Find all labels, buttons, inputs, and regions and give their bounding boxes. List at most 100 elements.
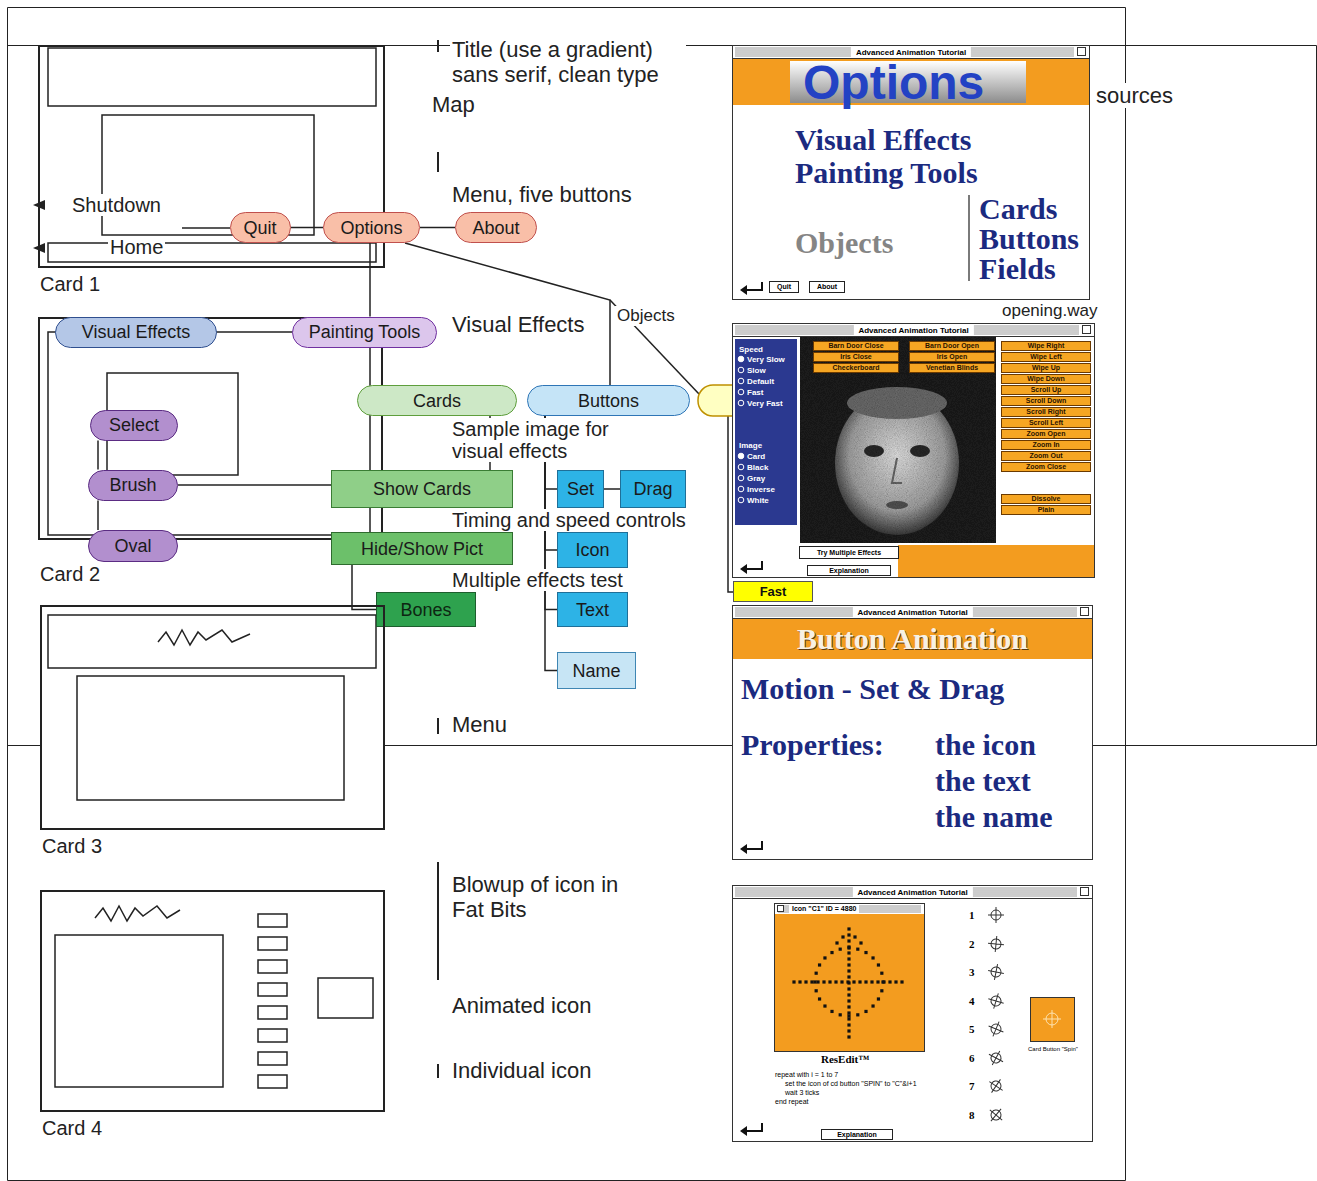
fat-bit [830, 951, 833, 954]
button-label: Explanation [837, 1131, 877, 1139]
icon-frame [985, 1047, 1007, 1069]
fat-bit [847, 1035, 850, 1038]
fat-bit [864, 980, 867, 983]
fat-bit [853, 935, 856, 938]
card-sketch [77, 676, 344, 800]
fat-bit [847, 933, 850, 936]
screen-text: Speed [739, 345, 763, 355]
screen-text: ResEdit™ [821, 1053, 869, 1066]
screen-text: 4 [969, 995, 975, 1008]
screen-button: Iris Close [813, 352, 899, 362]
screen-button: Explanation [821, 1129, 893, 1140]
card-sketch [258, 983, 287, 996]
screen-art [740, 561, 762, 574]
annotation: Individual icon [450, 1058, 593, 1083]
screen-text: Default [747, 377, 774, 387]
screen-art [1031, 998, 1075, 1042]
screen-art [732, 605, 1093, 860]
button-label: Zoom Close [1026, 463, 1066, 471]
fat-bit [818, 997, 821, 1000]
object-button: Drag [620, 470, 686, 508]
screen-art [732, 336, 1095, 337]
screen-text: Very Slow [747, 355, 785, 365]
fat-bit [828, 980, 831, 983]
fat-bit [830, 1010, 833, 1013]
screen-art [732, 898, 1093, 899]
button-label: Name [572, 660, 620, 682]
screen-art [732, 618, 1093, 619]
object-button: Hide/Show Pict [331, 532, 513, 565]
radio-button [738, 486, 744, 492]
fat-bit [847, 1023, 850, 1026]
fat-bit [822, 980, 825, 983]
connector [352, 565, 376, 610]
fat-bit [847, 993, 850, 996]
screen-art [732, 323, 1095, 578]
menu-button: Visual Effects [55, 317, 217, 348]
object-button: Set [557, 470, 604, 508]
button-label: Wipe Up [1032, 364, 1060, 372]
screen-text: Properties: [741, 728, 884, 761]
fat-bit [835, 941, 838, 944]
screen-text: Motion - Set & Drag [741, 672, 1004, 705]
fat-bit [834, 980, 837, 983]
fat-bit [847, 945, 850, 948]
card-label: Card 2 [40, 562, 100, 586]
button-label: Scroll Right [1026, 408, 1065, 416]
annotation: Visual Effects [450, 312, 586, 337]
annotation: sources [1094, 83, 1175, 108]
fat-bit [858, 980, 861, 983]
icon-frame [985, 1075, 1007, 1097]
screen-button: Scroll Up [1001, 385, 1091, 395]
icon-frame [985, 1075, 1007, 1097]
screen-text: Fields [979, 252, 1056, 285]
button-label: Zoom Open [1027, 430, 1066, 438]
button-label: Brush [109, 474, 156, 496]
annotation: Shutdown [70, 194, 163, 216]
icon-frame [986, 1019, 1007, 1040]
button-label: Oval [114, 535, 151, 557]
card-sketch [258, 937, 287, 950]
annotation-tick [437, 40, 439, 52]
card-sketch [318, 978, 373, 1018]
fat-bit [823, 1004, 826, 1007]
annotation-tick [437, 862, 439, 980]
screen-text: Advanced Animation Tutorial [853, 325, 973, 336]
screen-text: Button Animation [797, 622, 1028, 656]
screen-text: Advanced Animation Tutorial [852, 887, 972, 898]
screen-button: Plain [1001, 505, 1091, 515]
button-label: Quit [243, 217, 276, 239]
fat-bit [847, 1011, 850, 1014]
screen-text: Image [739, 441, 762, 451]
screen-art [732, 605, 1093, 860]
screen-art [740, 564, 747, 574]
screen-text: Buttons [979, 222, 1079, 255]
screen-text: 6 [969, 1052, 975, 1065]
button-label: Hide/Show Pict [361, 538, 483, 560]
fat-bit [847, 927, 850, 930]
screen-button: About [809, 281, 845, 293]
connector [97, 501, 99, 531]
icon-frame [988, 907, 1004, 923]
fat-bit [815, 989, 818, 992]
screen-art [732, 45, 1090, 300]
button-label: Try Multiple Effects [817, 549, 881, 557]
menu-button: Brush [88, 470, 178, 501]
fat-bit [880, 989, 883, 992]
leader-line [182, 228, 733, 592]
annotation: Blowup of icon in Fat Bits [450, 872, 639, 922]
screen-button: Zoom Open [1001, 429, 1091, 439]
annotation-tick [437, 718, 439, 734]
fat-bit [847, 987, 850, 990]
screen-text: 3 [969, 966, 975, 979]
screen-text: end repeat [775, 1097, 808, 1106]
card-sketch: Card 3 [40, 605, 385, 830]
screen-art [746, 282, 762, 290]
icon-frame [985, 1047, 1007, 1069]
card-sketch [40, 319, 381, 538]
fat-bit [847, 957, 850, 960]
screen-text: Visual Effects [795, 123, 971, 156]
screen-text: Objects [795, 226, 893, 259]
annotation: Menu, five buttons [450, 182, 634, 207]
button-label: Wipe Down [1027, 375, 1065, 383]
